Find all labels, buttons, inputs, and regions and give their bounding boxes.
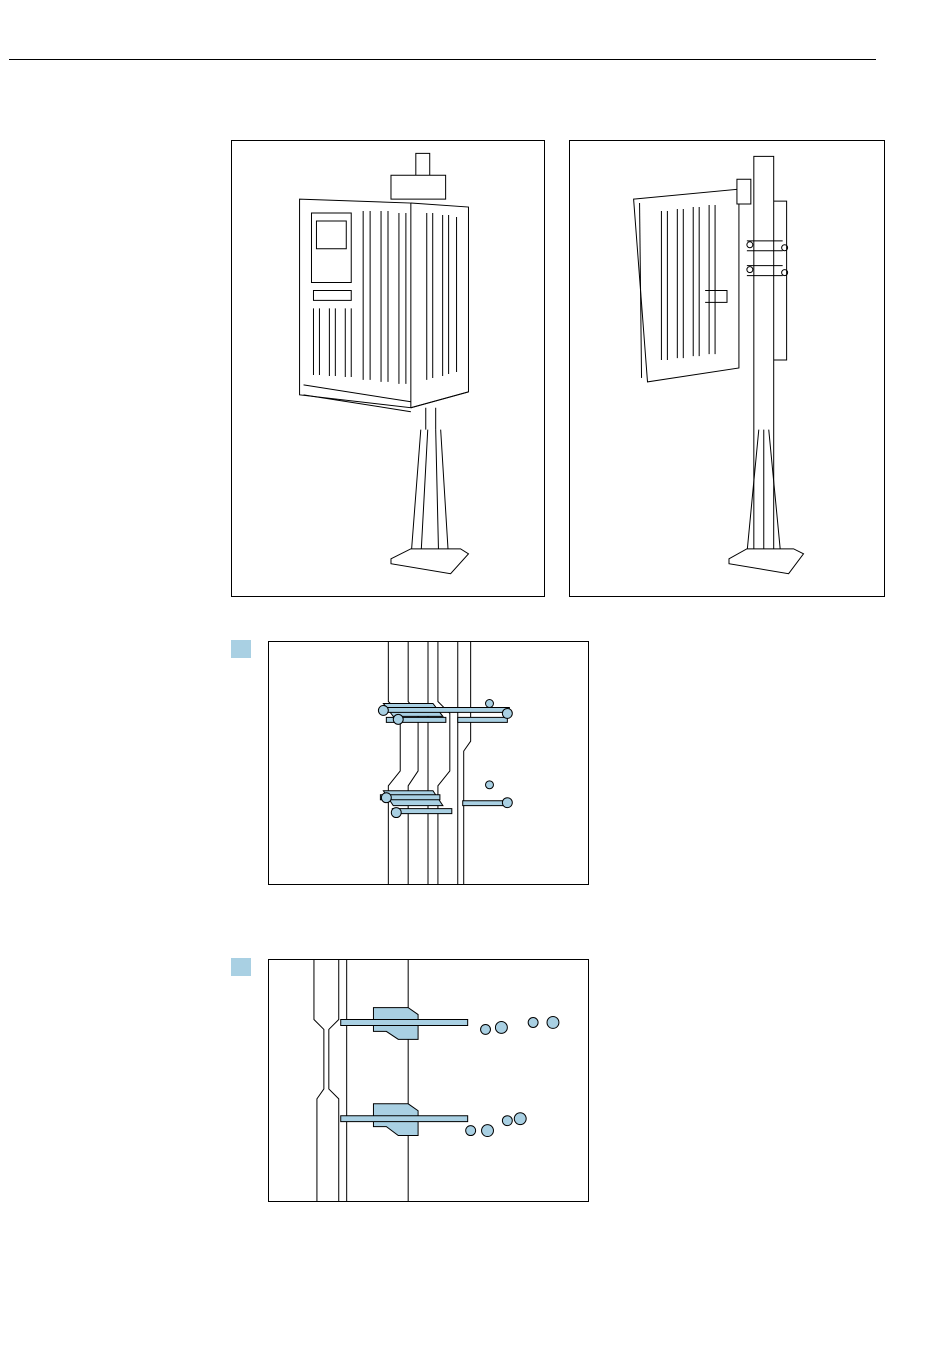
bracket-mounting-illustration	[269, 642, 588, 884]
figure-step-1	[268, 641, 589, 885]
bracket-fastening-illustration	[269, 960, 588, 1201]
step-marker-2	[231, 958, 251, 976]
figure-step-2	[268, 959, 589, 1202]
figure-assembled-front	[231, 140, 545, 597]
analyzer-side-illustration	[570, 141, 884, 596]
analyzer-front-illustration	[232, 141, 544, 596]
figure-assembled-side	[569, 140, 885, 597]
step-marker-1	[231, 640, 251, 658]
header-rule	[9, 59, 876, 60]
